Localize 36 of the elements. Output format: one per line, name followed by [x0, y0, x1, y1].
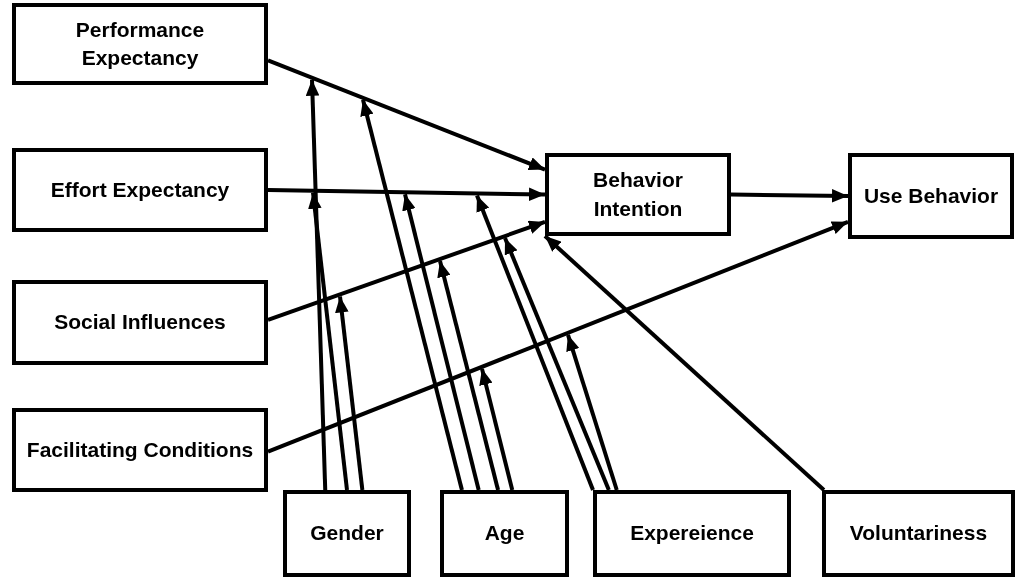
moderator-arrow	[475, 194, 595, 491]
arrow	[267, 58, 546, 172]
arrow	[267, 187, 546, 202]
construct-box	[12, 408, 268, 492]
construct-box	[545, 153, 731, 236]
box-label: Performance Expectancy	[74, 16, 206, 71]
box-label: Gender	[310, 520, 384, 547]
arrow	[730, 189, 849, 203]
moderator-arrow	[305, 79, 328, 491]
box-label: Expereience	[630, 520, 754, 547]
moderator-arrow	[308, 192, 349, 491]
box-label: Voluntariness	[849, 520, 988, 547]
construct-box	[12, 3, 268, 85]
box-label: Age	[484, 520, 525, 547]
box-label: Use Behavior	[863, 182, 999, 209]
moderator-arrow	[503, 237, 611, 491]
arrow	[543, 234, 826, 492]
moderator-arrow	[335, 296, 365, 491]
moderator-arrow	[402, 193, 481, 491]
construct-box	[593, 490, 791, 577]
moderator-arrow	[360, 99, 464, 491]
construct-box	[12, 148, 268, 232]
moderator-arrow	[437, 260, 500, 491]
box-label: Effort Expectancy	[50, 176, 230, 203]
moderator-arrow	[479, 368, 515, 491]
box-label: Social Influences	[54, 309, 226, 336]
construct-box	[822, 490, 1015, 577]
moderator-arrow	[566, 334, 619, 491]
construct-box	[440, 490, 569, 577]
construct-box	[283, 490, 411, 577]
box-label: Behavior Intention	[592, 167, 684, 222]
construct-box	[12, 280, 268, 365]
arrow	[267, 220, 546, 322]
construct-box	[848, 153, 1014, 239]
arrow	[267, 219, 849, 454]
box-label: Facilitating Conditions	[26, 436, 254, 463]
